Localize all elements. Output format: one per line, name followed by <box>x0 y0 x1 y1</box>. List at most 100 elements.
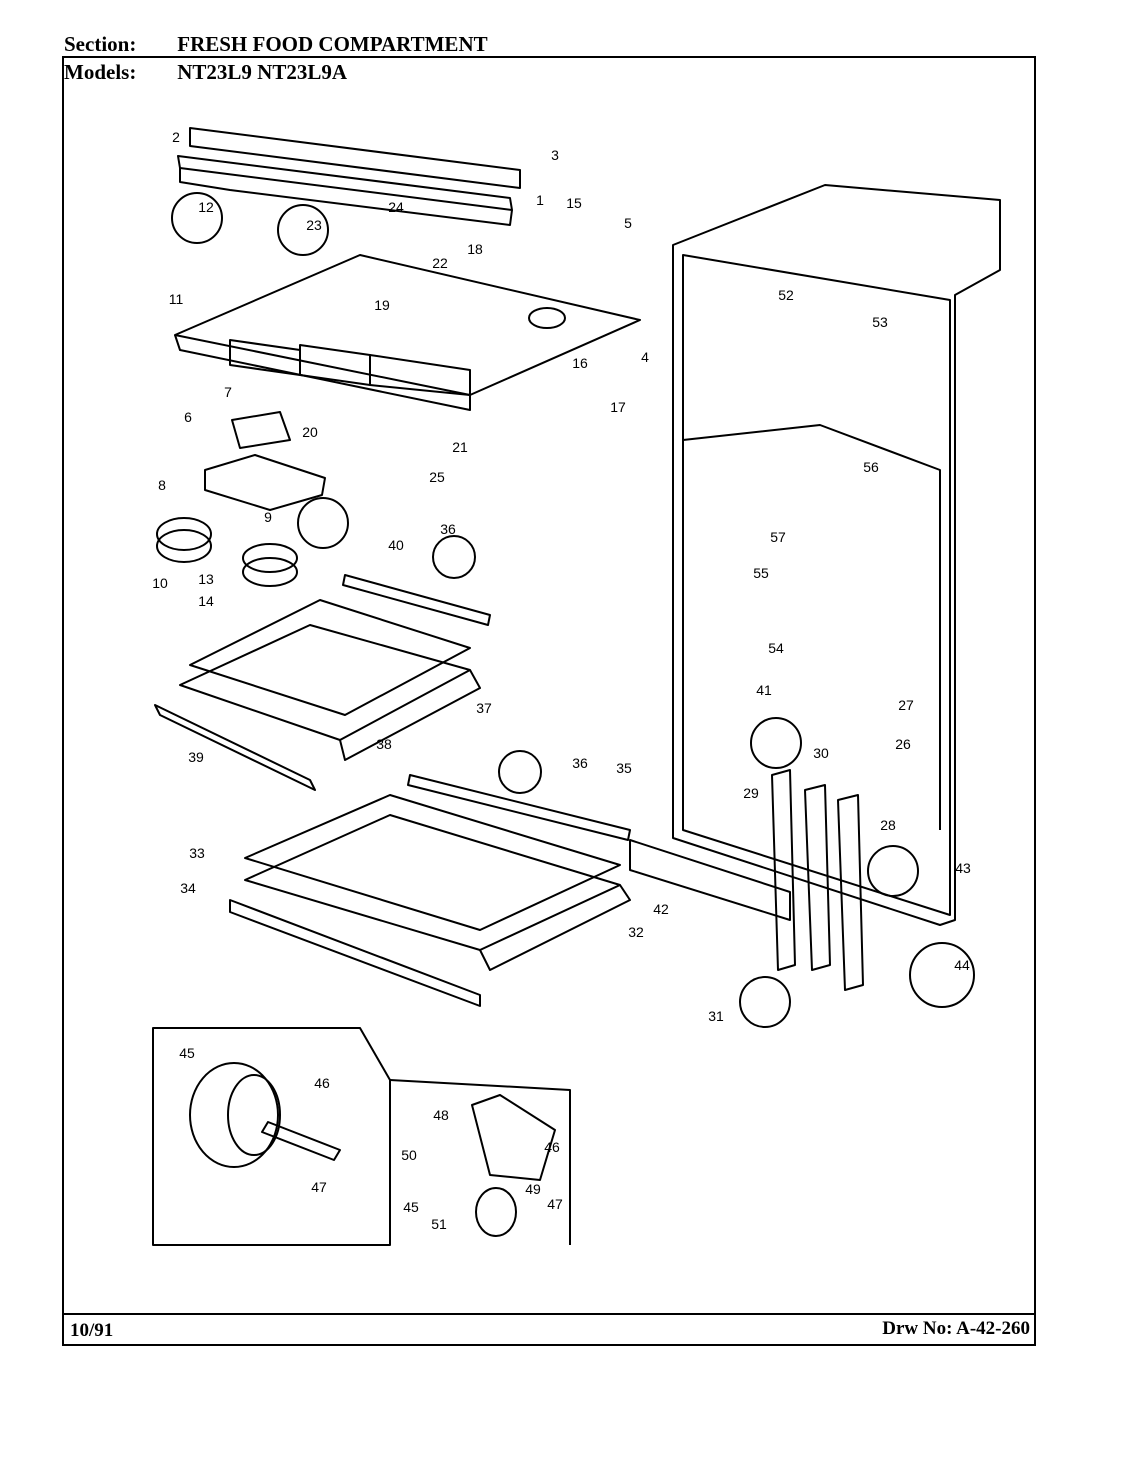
callout-33: 33 <box>189 845 205 861</box>
callout-11: 11 <box>169 291 184 307</box>
callout-1: 1 <box>536 192 544 208</box>
callout-34: 34 <box>180 880 196 896</box>
callout-37: 37 <box>476 700 492 716</box>
callout-8: 8 <box>158 477 166 493</box>
callout-52: 52 <box>778 287 794 303</box>
part-bubble-41 <box>750 717 802 769</box>
callout-44: 44 <box>954 957 970 973</box>
section-heading: Section: FRESH FOOD COMPARTMENT <box>64 32 488 57</box>
callout-17: 17 <box>610 399 626 415</box>
part-thermostat <box>231 411 291 449</box>
callout-48: 48 <box>433 1107 449 1123</box>
drawing-number: Drw No: A-42-260 <box>882 1318 1030 1339</box>
callout-12: 12 <box>198 199 214 215</box>
callout-36: 36 <box>440 521 456 537</box>
callout-45: 45 <box>403 1199 419 1215</box>
callout-26: 26 <box>895 736 911 752</box>
callout-18: 18 <box>467 241 483 257</box>
callout-30: 30 <box>813 745 829 761</box>
part-bubble-44 <box>909 942 975 1008</box>
callout-10: 10 <box>152 575 168 591</box>
part-grille <box>629 839 791 921</box>
part-cabinet <box>672 184 1001 926</box>
callout-19: 19 <box>374 297 390 313</box>
callout-9: 9 <box>264 509 272 525</box>
part-caster-inset <box>152 1027 391 1246</box>
callout-38: 38 <box>376 736 392 752</box>
callout-36: 36 <box>572 755 588 771</box>
part-lower-shelf-frame <box>244 794 621 931</box>
part-drawings <box>152 127 1001 1246</box>
callout-20: 20 <box>302 424 318 440</box>
part-bubble-9 <box>297 497 349 549</box>
callout-6: 6 <box>184 409 192 425</box>
callout-27: 27 <box>898 697 914 713</box>
callout-14: 14 <box>198 593 214 609</box>
part-roller-wheel <box>475 1187 517 1237</box>
callout-47: 47 <box>547 1196 563 1212</box>
callout-49: 49 <box>525 1181 541 1197</box>
drawing-frame <box>62 56 1036 1346</box>
callout-55: 55 <box>753 565 769 581</box>
callout-57: 57 <box>770 529 786 545</box>
callout-7: 7 <box>224 384 232 400</box>
part-dial <box>242 543 298 573</box>
callout-22: 22 <box>432 255 448 271</box>
callout-32: 32 <box>628 924 644 940</box>
drawing-date: 10/91 <box>70 1320 114 1341</box>
part-roller-inset <box>389 1079 571 1245</box>
part-wheel <box>189 1062 279 1168</box>
callout-2: 2 <box>172 129 180 145</box>
callout-53: 53 <box>872 314 888 330</box>
part-control-box <box>204 454 326 511</box>
part-axle <box>261 1121 341 1161</box>
callout-13: 13 <box>198 571 214 587</box>
callout-41: 41 <box>756 682 772 698</box>
part-light-housing <box>177 155 513 211</box>
callout-39: 39 <box>188 749 204 765</box>
part-bubble-31 <box>739 976 791 1028</box>
callout-29: 29 <box>743 785 759 801</box>
part-light-shield <box>189 127 521 189</box>
callout-23: 23 <box>306 217 322 233</box>
callout-42: 42 <box>653 901 669 917</box>
models-heading: Models: NT23L9 NT23L9A <box>64 60 347 85</box>
callout-46: 46 <box>544 1139 560 1155</box>
callout-4: 4 <box>641 349 649 365</box>
callout-35: 35 <box>616 760 632 776</box>
callout-54: 54 <box>768 640 784 656</box>
callout-43: 43 <box>955 860 971 876</box>
callout-labels: 1234567891011121314151617181920212223242… <box>152 129 971 1232</box>
section-label: Section: <box>64 32 137 56</box>
callout-28: 28 <box>880 817 896 833</box>
part-bubble-36-lower <box>498 750 542 794</box>
callout-24: 24 <box>388 199 404 215</box>
callout-25: 25 <box>429 469 445 485</box>
part-shelf-ladder <box>771 769 796 971</box>
part-control-housing <box>174 254 641 396</box>
callout-31: 31 <box>708 1008 724 1024</box>
callout-5: 5 <box>624 215 632 231</box>
callout-51: 51 <box>431 1216 447 1232</box>
part-bubble-36-upper <box>432 535 476 579</box>
callout-50: 50 <box>401 1147 417 1163</box>
callout-45: 45 <box>179 1045 195 1061</box>
footer-divider <box>62 1313 1036 1315</box>
part-bubble-43 <box>867 845 919 897</box>
part-shelf-frame <box>189 599 471 716</box>
part-knob <box>156 517 212 551</box>
models-label: Models: <box>64 60 137 84</box>
section-title: FRESH FOOD COMPARTMENT <box>177 32 488 56</box>
part-bubble-23 <box>277 204 329 256</box>
part-bubble-12 <box>171 192 223 244</box>
part-roller-bracket <box>471 1094 556 1181</box>
callout-56: 56 <box>863 459 879 475</box>
callout-21: 21 <box>452 439 468 455</box>
callout-46: 46 <box>314 1075 330 1091</box>
callout-15: 15 <box>566 195 582 211</box>
models-value: NT23L9 NT23L9A <box>177 60 348 84</box>
callout-40: 40 <box>388 537 404 553</box>
part-shelf-bar <box>342 574 491 626</box>
callout-16: 16 <box>572 355 588 371</box>
